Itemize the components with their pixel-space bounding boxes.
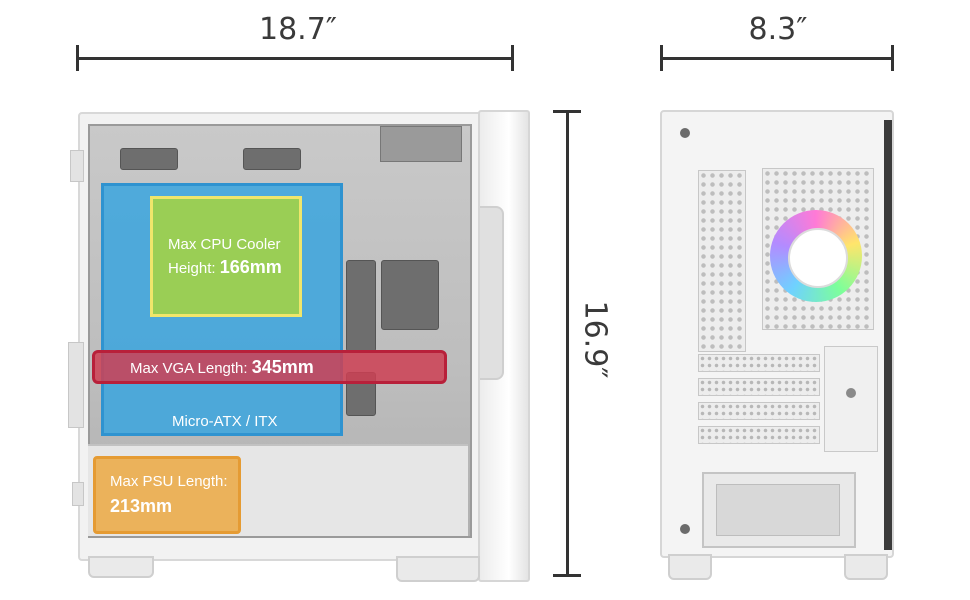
depth-dimension-line: [77, 57, 513, 60]
case-foot: [88, 556, 154, 578]
vga-length-prefix: Max VGA Length:: [130, 360, 252, 377]
expansion-slot: [698, 378, 820, 396]
rear-io-edge: [70, 150, 84, 182]
psu-bay-opening: [716, 484, 840, 536]
depth-dimension-label: 18.7″: [258, 12, 337, 47]
thumbscrew-icon: [846, 388, 856, 398]
psu-length-value: 213mm: [110, 496, 173, 516]
expansion-slot: [698, 354, 820, 372]
front-panel-notch: [480, 206, 504, 380]
height-dimension-line: [566, 111, 569, 576]
height-dimension-tick-bottom: [553, 574, 581, 577]
width-dimension-line: [661, 57, 894, 60]
case-cutout: [243, 148, 301, 170]
case-cutout: [346, 260, 376, 352]
fan-hub-icon: [788, 228, 848, 288]
width-dimension-tick-left: [660, 45, 663, 71]
vga-length-overlay: [92, 350, 447, 384]
cpu-cooler-overlay: [150, 196, 302, 317]
cpu-cooler-height-value: 166mm: [219, 257, 282, 277]
psu-length-overlay: [93, 456, 241, 534]
expansion-slot: [698, 402, 820, 420]
height-dimension-label: 16.9″: [577, 300, 613, 379]
motherboard-label: Micro-ATX / ITX: [172, 413, 278, 430]
screw-icon: [680, 524, 690, 534]
cpu-cooler-height-line: Height: 166mm: [168, 257, 282, 278]
case-rear-view: [660, 110, 896, 582]
height-dimension-tick-top: [553, 110, 581, 113]
width-dimension-label: 8.3″: [748, 12, 808, 47]
case-cutout: [120, 148, 178, 170]
vga-length-value: 345mm: [251, 357, 314, 377]
case-foot: [668, 554, 712, 580]
vga-length-text: Max VGA Length: 345mm: [130, 357, 314, 378]
depth-dimension-tick-left: [76, 45, 79, 71]
slot-cover-bracket: [824, 346, 878, 452]
psu-length-label: Max PSU Length:: [110, 473, 228, 490]
case-foot: [844, 554, 888, 580]
width-dimension-tick-right: [891, 45, 894, 71]
screw-icon: [680, 128, 690, 138]
cpu-cooler-height-prefix: Height:: [168, 260, 220, 277]
case-cutout: [381, 260, 439, 330]
case-foot: [396, 556, 480, 582]
expansion-slot: [698, 426, 820, 444]
depth-dimension-tick-right: [511, 45, 514, 71]
case-top-bracket: [380, 126, 462, 162]
cpu-cooler-label: Max CPU Cooler: [168, 236, 281, 253]
rear-io-edge: [72, 482, 84, 506]
rear-io-edge: [68, 342, 84, 428]
rear-io-grill: [698, 170, 746, 352]
side-panel-edge: [884, 120, 892, 550]
